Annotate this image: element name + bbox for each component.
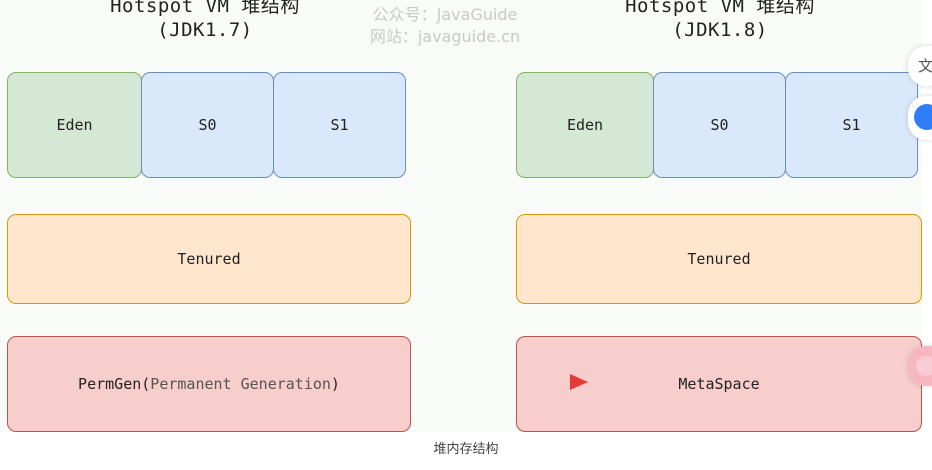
left-title-line1: Hotspot VM 堆结构 [110, 0, 300, 17]
translate-icon: 文 [918, 57, 932, 75]
right-eden-box: Eden [516, 72, 654, 178]
right-s0-label: S0 [710, 116, 729, 134]
left-tenured-box: Tenured [7, 214, 411, 304]
left-s1-box: S1 [273, 72, 406, 178]
pink-tab-icon [916, 356, 932, 376]
left-tenured-label: Tenured [177, 250, 241, 268]
assistant-icon [914, 104, 932, 130]
right-tenured-box: Tenured [516, 214, 922, 304]
watermark: 公众号：JavaGuide 网站：javaguide.cn [345, 4, 545, 48]
right-s1-box: S1 [785, 72, 918, 178]
left-title: Hotspot VM 堆结构 (JDK1.7) [40, 0, 370, 42]
watermark-line2: 网站：javaguide.cn [369, 27, 521, 46]
right-title-line2: (JDK1.8) [672, 19, 768, 41]
watermark-line1: 公众号：JavaGuide [372, 5, 518, 24]
permgen-close: ) [330, 375, 340, 393]
permgen-label: PermGen(Permanent Generation) [78, 375, 340, 393]
pink-side-tab[interactable] [908, 346, 932, 386]
permgen-main: PermGen( [78, 375, 151, 393]
right-eden-label: Eden [566, 116, 604, 134]
permgen-box: PermGen(Permanent Generation) [7, 336, 411, 432]
left-s0-box: S0 [141, 72, 274, 178]
diagram-canvas: Hotspot VM 堆结构 (JDK1.7) 公众号：JavaGuide 网站… [7, 0, 922, 432]
right-tenured-label: Tenured [687, 250, 751, 268]
figure-caption: 堆内存结构 [433, 442, 499, 457]
right-s0-box: S0 [653, 72, 786, 178]
metaspace-label: MetaSpace [678, 375, 760, 393]
left-eden-box: Eden [7, 72, 142, 178]
assistant-side-tab[interactable] [908, 96, 932, 140]
left-eden-label: Eden [56, 116, 93, 134]
left-title-line2: (JDK1.7) [157, 19, 253, 41]
right-title-line1: Hotspot VM 堆结构 [625, 0, 815, 17]
right-s1-label: S1 [842, 116, 861, 134]
right-title: Hotspot VM 堆结构 (JDK1.8) [555, 0, 885, 42]
left-s0-label: S0 [198, 116, 217, 134]
metaspace-box: MetaSpace [516, 336, 922, 432]
translate-side-tab[interactable]: 文 [908, 46, 932, 86]
permgen-sub: Permanent Generation [150, 375, 331, 393]
left-s1-label: S1 [330, 116, 349, 134]
